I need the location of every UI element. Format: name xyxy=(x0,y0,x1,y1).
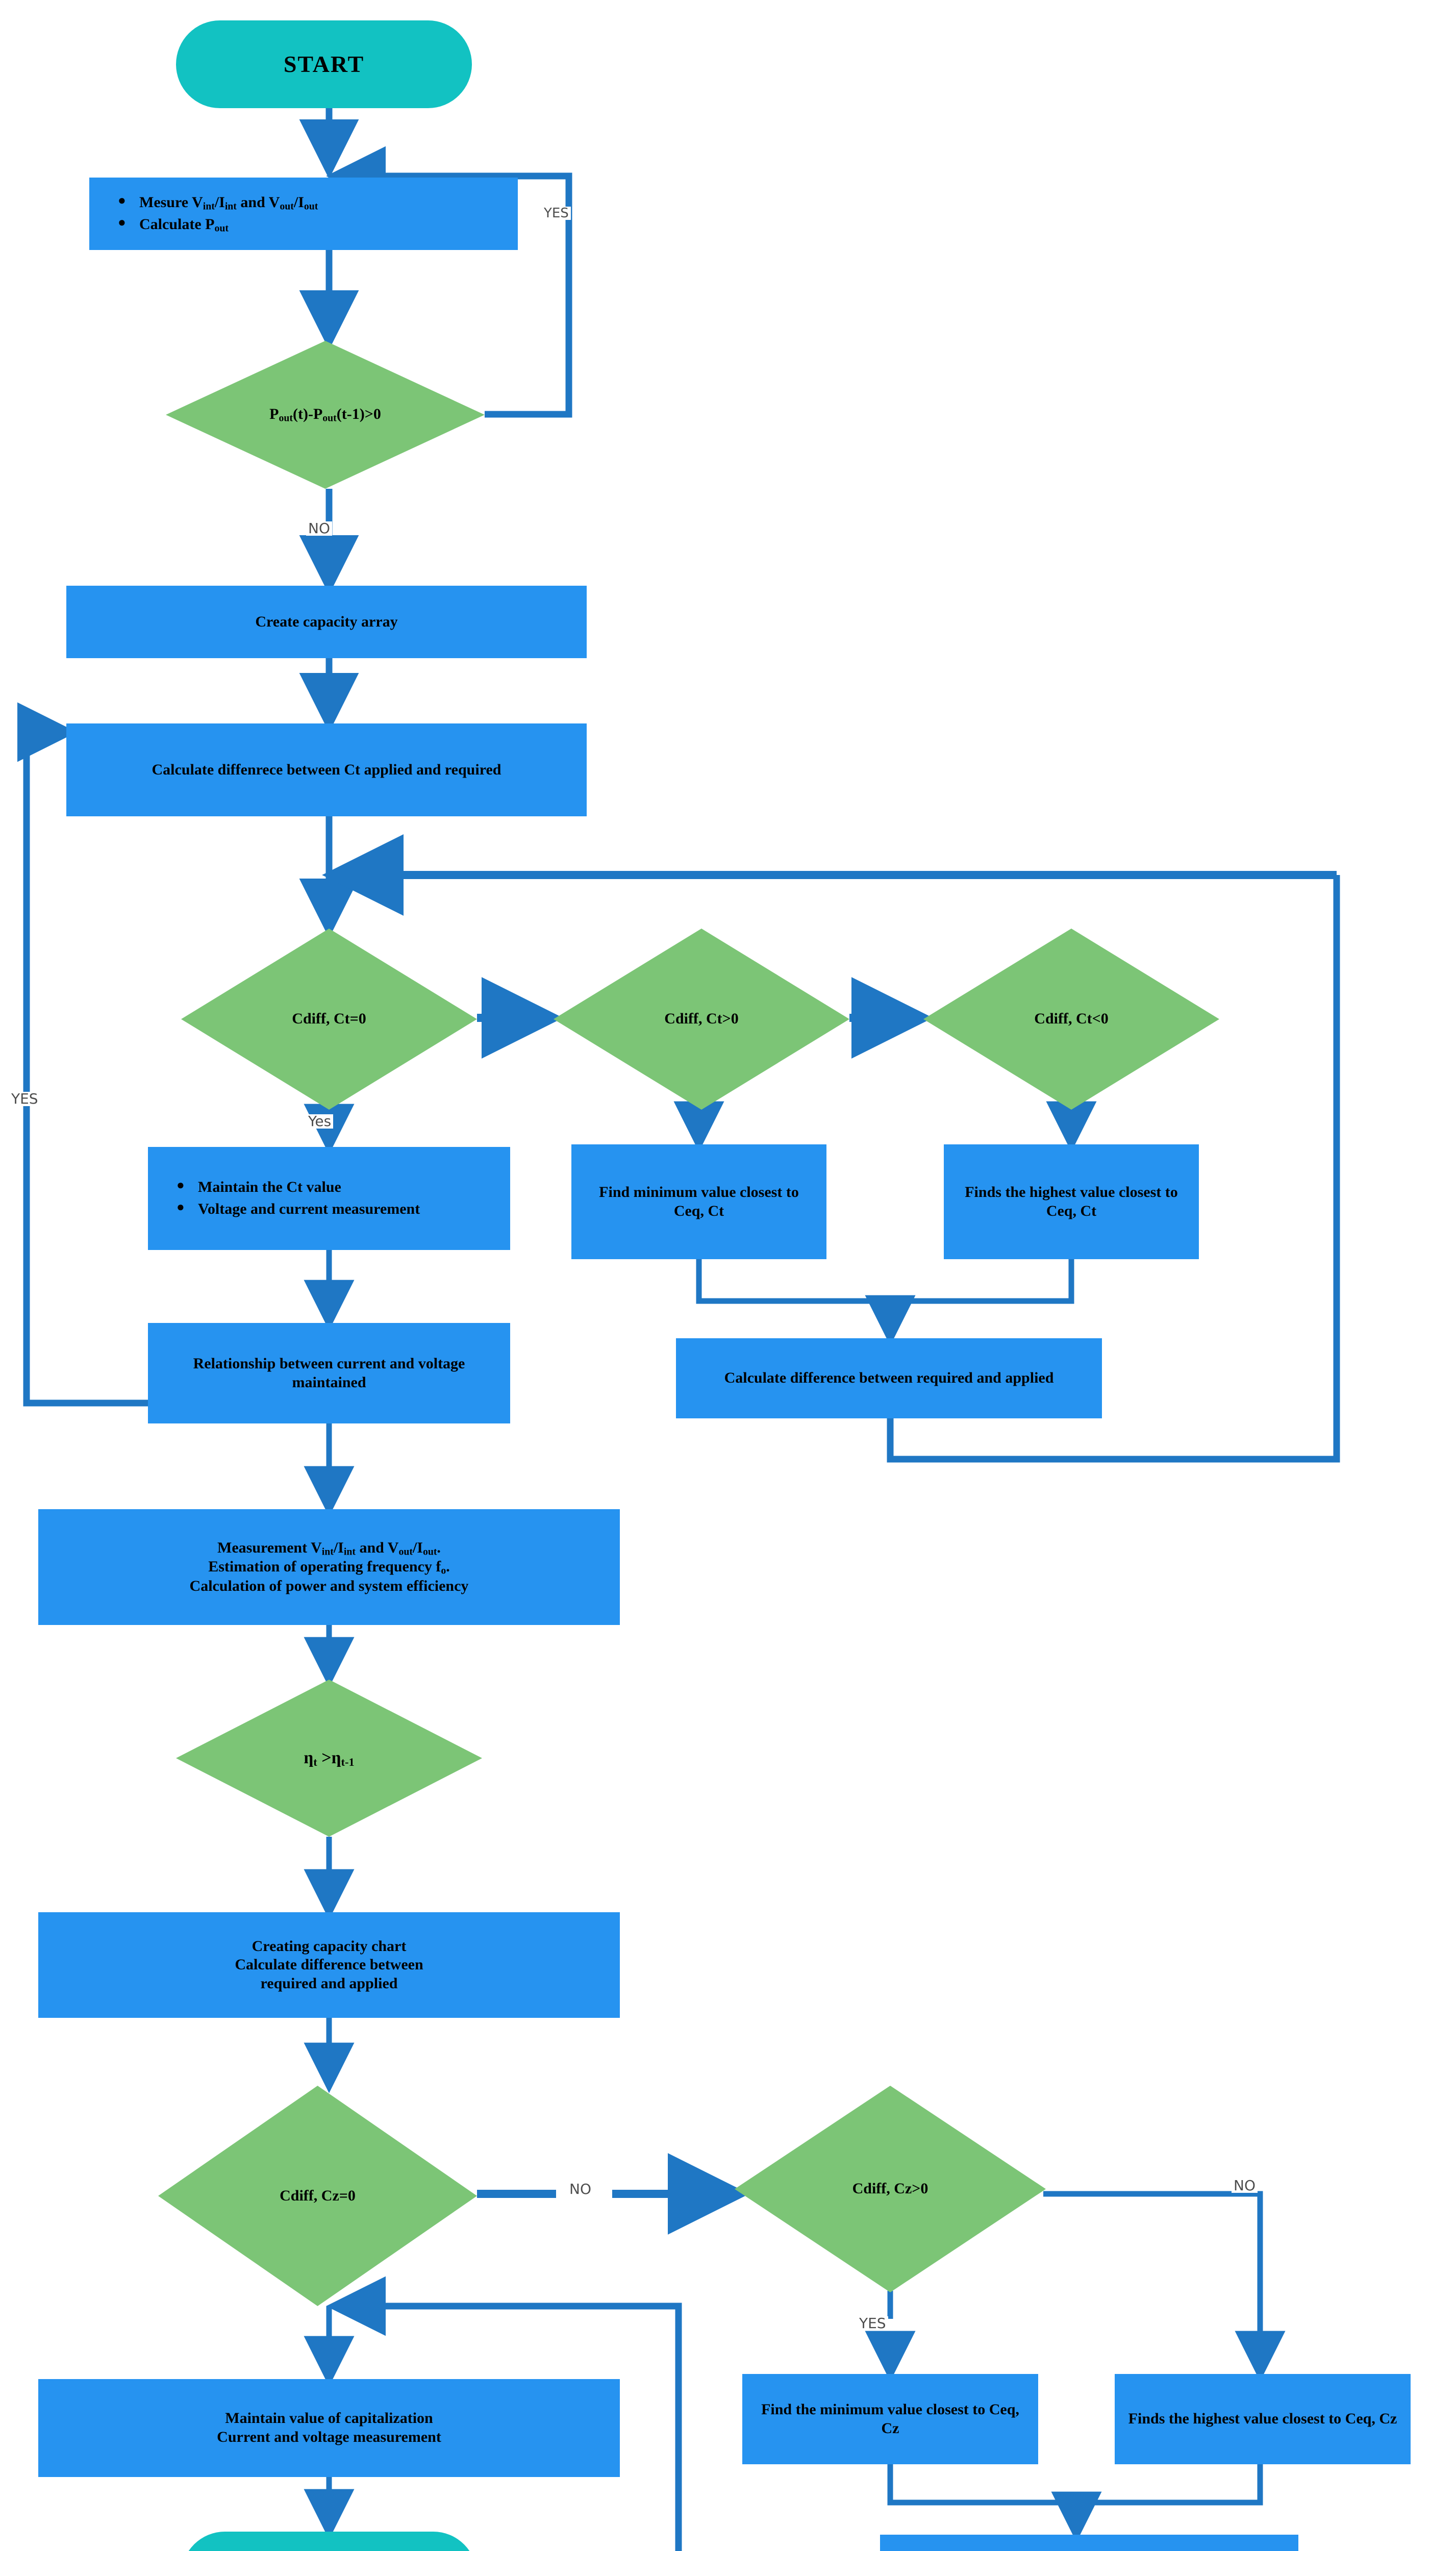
node-calc-ct-diff: Calculate diffenrece between Ct applied … xyxy=(66,723,587,816)
list-item: Calculate Pout xyxy=(116,214,518,234)
node-calc-ct-diff-label: Calculate diffenrece between Ct applied … xyxy=(152,761,501,778)
text-line: Current and voltage measurement xyxy=(217,2429,441,2445)
node-creating-capacity-chart-lines: Creating capacity chart Calculate differ… xyxy=(235,1937,423,1993)
node-maintain-capitalization-lines: Maintain value of capitalization Current… xyxy=(217,2409,441,2446)
list-item: Voltage and current measurement xyxy=(174,1199,510,1219)
node-find-max-cz-label: Finds the highest value closest to Ceq, … xyxy=(1128,2410,1397,2428)
node-pout-compare-label: Pout(t)-Pout(t-1)>0 xyxy=(269,406,381,424)
text-line: Estimation of operating frequency fo. xyxy=(208,1558,450,1577)
node-find-max-cz: Finds the highest value closest to Ceq, … xyxy=(1115,2374,1411,2464)
node-calc-diff-cz: Calculate difference between required an… xyxy=(880,2535,1298,2551)
node-cdiff-ct-lt0-label: Cdiff, Ct<0 xyxy=(1034,1010,1109,1028)
node-create-capacity-array: Create capacity array xyxy=(66,586,587,658)
text-line: Calculation of power and system efficien… xyxy=(189,1577,469,1594)
text-line: Calculate difference between xyxy=(235,1956,423,1973)
edge-label-cz-gt0-no: NO xyxy=(1232,2179,1258,2193)
edge-label-pout-yes: YES xyxy=(542,207,571,220)
node-calc-diff-ct: Calculate difference between required an… xyxy=(676,1338,1102,1418)
node-cdiff-cz-gt0-label: Cdiff, Cz>0 xyxy=(852,2180,928,2197)
edge-label-pout-no: NO xyxy=(306,521,332,536)
node-find-min-cz: Find the minimum value closest to Ceq, C… xyxy=(742,2374,1038,2464)
node-relationship-maintained: Relationship between current and voltage… xyxy=(148,1323,510,1423)
node-eta-compare: ƞt >ƞt-1 xyxy=(176,1680,482,1837)
node-maintain-ct-list: Maintain the Ct value Voltage and curren… xyxy=(148,1175,510,1221)
node-find-max-ct: Finds the highest value closest to Ceq, … xyxy=(944,1144,1199,1259)
node-cdiff-cz-gt0: Cdiff, Cz>0 xyxy=(735,2086,1046,2292)
node-cdiff-ct-eq0: Cdiff, Ct=0 xyxy=(181,929,477,1110)
list-item: Maintain the Ct value xyxy=(174,1177,510,1197)
node-measure-pout-list: Mesure Vint/Iint and Vout/Iout Calculate… xyxy=(89,190,518,238)
text-line: Maintain value of capitalization xyxy=(225,2410,433,2427)
edge-label-ct-left-yes: YES xyxy=(9,1092,40,1106)
node-maintain-capitalization: Maintain value of capitalization Current… xyxy=(38,2379,620,2477)
node-pout-compare: Pout(t)-Pout(t-1)>0 xyxy=(166,341,485,489)
edge-label-cz-gt0-yes: YES xyxy=(857,2316,888,2331)
node-cdiff-ct-gt0-label: Cdiff, Ct>0 xyxy=(664,1010,739,1028)
text-line: Measurement Vint/Iint and Vout/Iout. xyxy=(217,1539,441,1558)
node-start-label: START xyxy=(283,51,365,77)
node-find-min-cz-label: Find the minimum value closest to Ceq, C… xyxy=(761,2400,1019,2437)
node-eta-compare-label: ƞt >ƞt-1 xyxy=(304,1748,355,1768)
node-find-max-ct-label: Finds the highest value closest to Ceq, … xyxy=(965,1183,1178,1219)
node-calc-diff-ct-label: Calculate difference between required an… xyxy=(724,1369,1054,1387)
node-measure-pout: Mesure Vint/Iint and Vout/Iout Calculate… xyxy=(89,178,518,250)
node-find-min-ct: Find minimum value closest to Ceq, Ct xyxy=(571,1144,826,1259)
node-cdiff-ct-lt0: Cdiff, Ct<0 xyxy=(923,929,1219,1110)
text-line: Creating capacity chart xyxy=(252,1937,407,1955)
node-create-capacity-array-label: Create capacity array xyxy=(255,613,398,630)
node-cdiff-ct-gt0: Cdiff, Ct>0 xyxy=(554,929,849,1110)
node-find-min-ct-label: Find minimum value closest to Ceq, Ct xyxy=(599,1183,799,1219)
edge-label-ct-eq0-yes: Yes xyxy=(306,1114,334,1129)
node-cdiff-ct-eq0-label: Cdiff, Ct=0 xyxy=(292,1010,366,1028)
node-cdiff-cz-eq0-label: Cdiff, Cz=0 xyxy=(280,2187,356,2204)
node-relationship-maintained-label: Relationship between current and voltage… xyxy=(193,1355,465,1391)
node-cdiff-cz-eq0: Cdiff, Cz=0 xyxy=(158,2086,477,2306)
node-measurement-efficiency-lines: Measurement Vint/Iint and Vout/Iout. Est… xyxy=(190,1539,469,1596)
edge-label-cz-eq0-no: NO xyxy=(567,2182,593,2196)
list-item: Mesure Vint/Iint and Vout/Iout xyxy=(116,192,518,212)
node-measurement-efficiency: Measurement Vint/Iint and Vout/Iout. Est… xyxy=(38,1509,620,1625)
node-start: START xyxy=(176,20,472,108)
node-maintain-ct: Maintain the Ct value Voltage and curren… xyxy=(148,1147,510,1250)
node-end: END xyxy=(181,2532,477,2551)
node-creating-capacity-chart: Creating capacity chart Calculate differ… xyxy=(38,1912,620,2018)
text-line: required and applied xyxy=(260,1974,398,1992)
